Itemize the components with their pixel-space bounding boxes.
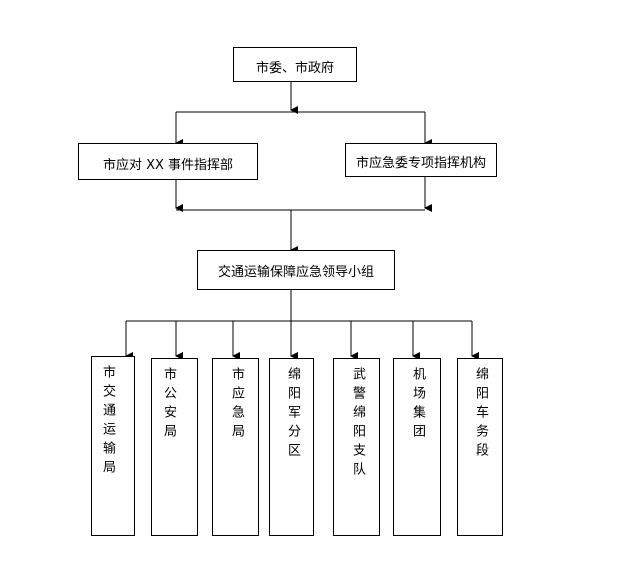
unit-node-label: 市交通运输局 bbox=[100, 365, 115, 479]
unit-node: 市公安局 bbox=[151, 358, 198, 536]
unit-node-label: 绵阳军分区 bbox=[285, 367, 300, 462]
mid-node-left: 市应对 XX 事件指挥部 bbox=[78, 143, 258, 180]
unit-node-label: 武警绵阳支队 bbox=[350, 367, 365, 481]
mid-node-right: 市应急委专项指挥机构 bbox=[345, 143, 497, 177]
group-node-label: 交通运输保障应急领导小组 bbox=[217, 265, 374, 280]
unit-node-label: 市应急局 bbox=[229, 367, 244, 443]
mid-node-right-label: 市应急委专项指挥机构 bbox=[355, 156, 486, 171]
unit-node-label: 绵阳车务段 bbox=[473, 367, 488, 462]
unit-node: 绵阳车务段 bbox=[457, 358, 503, 536]
unit-node: 武警绵阳支队 bbox=[333, 358, 380, 536]
unit-node: 机场集团 bbox=[393, 358, 441, 536]
unit-node-label: 机场集团 bbox=[410, 367, 425, 443]
unit-node: 绵阳军分区 bbox=[269, 358, 314, 536]
top-node-label: 市委、市政府 bbox=[255, 61, 334, 76]
mid-node-left-label: 市应对 XX 事件指挥部 bbox=[102, 158, 234, 173]
unit-node: 市交通运输局 bbox=[91, 356, 135, 536]
top-node: 市委、市政府 bbox=[233, 47, 357, 82]
unit-node: 市应急局 bbox=[212, 358, 259, 536]
group-node: 交通运输保障应急领导小组 bbox=[197, 250, 395, 290]
unit-node-label: 市公安局 bbox=[161, 367, 176, 443]
